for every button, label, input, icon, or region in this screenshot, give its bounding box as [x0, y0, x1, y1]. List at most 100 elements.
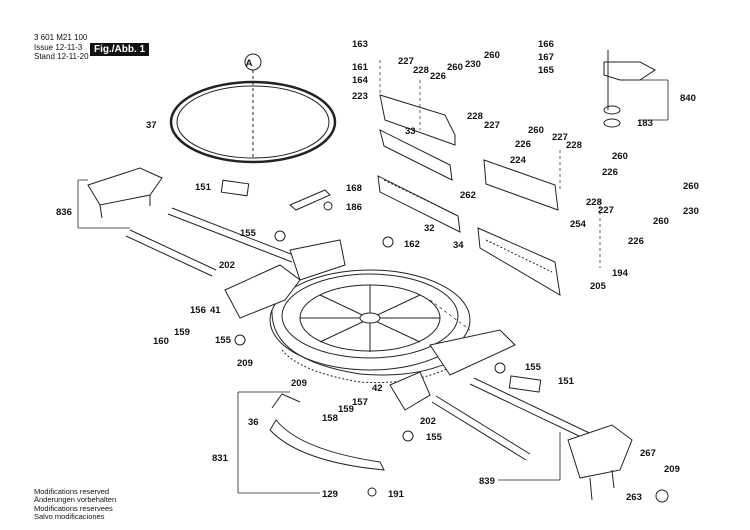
part-label-157: 157 — [352, 397, 368, 408]
part-label-263: 263 — [626, 492, 642, 503]
footer-notes: Modifications reserved Änderungen vorbeh… — [34, 486, 116, 522]
foot-155b — [234, 334, 246, 346]
part-label-161: 161 — [352, 62, 369, 73]
part-label-209: 209 — [664, 464, 680, 475]
part-label-267: 267 — [640, 448, 656, 459]
bracket-839 — [498, 432, 561, 481]
stand-label: Stand — [34, 52, 55, 61]
blade-guard-36 — [269, 419, 385, 471]
part-label-260: 260 — [447, 62, 463, 73]
part-label-167: 167 — [538, 52, 554, 63]
part-label-32: 32 — [424, 223, 435, 234]
part-label-160: 160 — [153, 336, 169, 347]
hold-down-clamp — [603, 61, 656, 81]
part-label-223: 223 — [352, 91, 368, 102]
fence-34 — [477, 227, 561, 296]
part-label-836: 836 — [56, 207, 72, 218]
foot-155c — [494, 362, 506, 374]
issue-line: Issue 12-11-3 — [34, 43, 82, 52]
part-label-165: 165 — [538, 65, 555, 76]
part-label-224: 224 — [510, 155, 527, 166]
part-label-156: 156 — [190, 305, 206, 316]
foot-155a — [274, 230, 286, 242]
part-label-159: 159 — [338, 404, 354, 415]
figure-label: Fig./Abb. 1 — [90, 43, 150, 56]
label-plate-151a — [220, 179, 250, 197]
part-label-226: 226 — [430, 71, 446, 82]
part-label-129: 129 — [322, 489, 338, 500]
left-rod-upper — [167, 207, 297, 263]
part-label-260: 260 — [484, 50, 500, 61]
screw-191 — [367, 487, 377, 497]
part-label-209: 209 — [237, 358, 253, 369]
footer-line: Salvo modificaciones — [34, 512, 105, 522]
part-label-186: 186 — [346, 202, 362, 213]
part-label-164: 164 — [352, 75, 369, 86]
part-label-230: 230 — [465, 59, 481, 70]
stand-value: 12-11-20 — [57, 52, 89, 61]
part-label-155: 155 — [525, 362, 542, 373]
fence-223 — [379, 94, 456, 146]
part-label-227: 227 — [398, 56, 414, 67]
part-label-183: 183 — [637, 118, 653, 129]
part-label-228: 228 — [586, 197, 602, 208]
knob-263 — [655, 489, 669, 503]
issue-label: Issue — [34, 43, 54, 52]
part-label-166: 166 — [538, 39, 554, 50]
fence-262 — [377, 175, 461, 233]
part-label-194: 194 — [612, 268, 629, 279]
footer-line: Modifications reserved — [34, 486, 110, 496]
part-label-228: 228 — [566, 140, 582, 151]
part-label-202: 202 — [420, 416, 436, 427]
doc-number: 3 601 M21 100 — [34, 33, 88, 42]
part-label-163: 163 — [352, 39, 368, 50]
base-left-wing — [224, 264, 301, 319]
part-label-41: 41 — [210, 305, 221, 316]
part-label-151: 151 — [558, 376, 575, 387]
part-label-262: 262 — [460, 190, 476, 201]
part-label-840: 840 — [680, 93, 696, 104]
left-rod-lower — [125, 229, 217, 277]
part-label-227: 227 — [598, 205, 614, 216]
footer-line: Modifications reservees — [34, 503, 113, 513]
part-label-254: 254 — [570, 219, 587, 230]
part-label-227: 227 — [552, 132, 568, 143]
callout-a-label: A — [246, 58, 253, 69]
part-label-155: 155 — [426, 432, 443, 443]
part-label-839: 839 — [479, 476, 495, 487]
right-rod-upper — [469, 377, 605, 447]
screw-162 — [382, 236, 394, 248]
foot-155d — [402, 430, 414, 442]
part-label-226: 226 — [515, 139, 531, 150]
nut-186 — [323, 201, 333, 211]
part-label-151: 151 — [195, 182, 212, 193]
part-label-260: 260 — [528, 125, 544, 136]
part-label-159: 159 — [174, 327, 190, 338]
part-label-202: 202 — [219, 260, 235, 271]
stand-line: Stand 12-11-20 — [34, 52, 89, 61]
part-label-168: 168 — [346, 183, 362, 194]
right-support-plate — [567, 424, 633, 479]
part-label-228: 228 — [467, 111, 483, 122]
part-label-37: 37 — [146, 120, 157, 131]
right-rod-lower — [431, 395, 531, 461]
bracket-831 — [237, 391, 320, 494]
part-label-205: 205 — [590, 281, 607, 292]
part-label-155: 155 — [215, 335, 232, 346]
part-label-831: 831 — [212, 453, 229, 464]
part-label-230: 230 — [683, 206, 699, 217]
part-label-226: 226 — [602, 167, 618, 178]
part-label-209: 209 — [291, 378, 307, 389]
part-label-42: 42 — [372, 383, 383, 394]
part-label-162: 162 — [404, 239, 420, 250]
label-plate-151b — [508, 375, 542, 393]
part-label-155: 155 — [240, 228, 257, 239]
part-label-191: 191 — [388, 489, 405, 500]
part-label-34: 34 — [453, 240, 464, 251]
left-support-plate — [87, 167, 163, 206]
part-label-228: 228 — [413, 65, 429, 76]
part-label-226: 226 — [628, 236, 644, 247]
part-label-33: 33 — [405, 126, 416, 137]
base-right-wing — [429, 329, 516, 376]
